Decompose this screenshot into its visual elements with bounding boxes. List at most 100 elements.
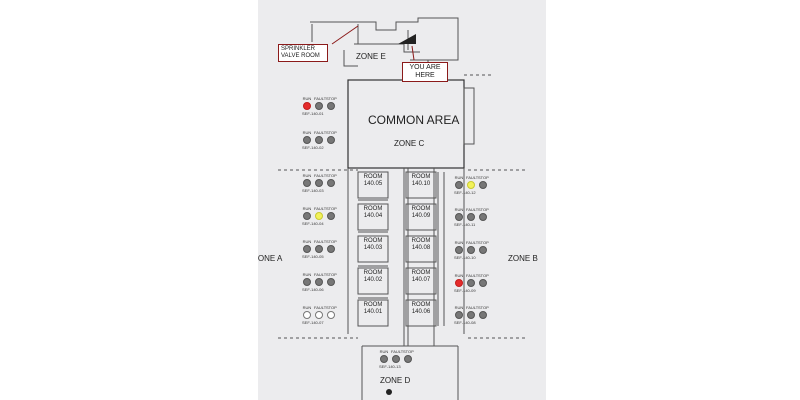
run-caption: RUN: [302, 206, 312, 211]
run-caption: RUN: [302, 173, 312, 178]
run-caption: RUN: [454, 273, 464, 278]
room-number: 140.01: [363, 309, 383, 315]
fault-light-icon: [315, 136, 323, 144]
fault-caption: FAULT: [314, 272, 327, 277]
run-light-icon: [303, 102, 311, 110]
fault-light-icon: [392, 355, 400, 363]
room-number: 140.10: [411, 181, 431, 187]
fan-tag: SEF-140-01: [302, 111, 324, 116]
run-caption: RUN: [302, 305, 312, 310]
run-caption: RUN: [379, 349, 389, 354]
you-are-here-line2: HERE: [415, 72, 435, 79]
run-light-icon: [303, 278, 311, 286]
fault-caption: FAULT: [391, 349, 404, 354]
stop-caption: STOP: [326, 206, 337, 211]
fan-tag: SEF-140-10: [454, 255, 476, 260]
fault-caption: FAULT: [466, 207, 479, 212]
fan-tag: SEF-140-05: [302, 254, 324, 259]
stop-caption: STOP: [478, 305, 489, 310]
stop-caption: STOP: [326, 130, 337, 135]
fault-light-icon: [467, 213, 475, 221]
room-number: 140.02: [363, 277, 383, 283]
stop-light-icon: [327, 278, 335, 286]
stop-light-icon: [404, 355, 412, 363]
run-caption: RUN: [302, 239, 312, 244]
run-light-icon: [455, 279, 463, 287]
room-word: ROOM: [363, 206, 383, 212]
stop-light-icon: [327, 212, 335, 220]
stop-light-icon: [479, 279, 487, 287]
you-are-here-line1: YOU ARE: [409, 64, 441, 71]
stop-light-icon: [327, 245, 335, 253]
you-are-here-callout: YOU ARE HERE: [402, 62, 448, 82]
room-word: ROOM: [363, 302, 383, 308]
room-word: ROOM: [411, 238, 431, 244]
room-number: 140.04: [363, 213, 383, 219]
zone-c-label: ZONE C: [394, 139, 425, 148]
run-light-icon: [303, 136, 311, 144]
room-word: ROOM: [363, 238, 383, 244]
room-number: 140.03: [363, 245, 383, 251]
room-word: ROOM: [411, 206, 431, 212]
room-word: ROOM: [363, 174, 383, 180]
run-light-icon: [303, 212, 311, 220]
fault-caption: FAULT: [466, 273, 479, 278]
fault-light-icon: [315, 212, 323, 220]
fault-light-icon: [467, 246, 475, 254]
stop-caption: STOP: [326, 305, 337, 310]
stop-caption: STOP: [478, 207, 489, 212]
room-word: ROOM: [363, 270, 383, 276]
zone-a-label: ZONE A: [258, 254, 283, 263]
stop-caption: STOP: [403, 349, 414, 354]
fault-caption: FAULT: [314, 239, 327, 244]
floor-plan-walls: [278, 17, 526, 400]
stop-light-icon: [327, 311, 335, 319]
fan-tag: SEF-140-11: [454, 222, 476, 227]
fan-tag: SEF-140-12: [454, 190, 476, 195]
stop-light-icon: [327, 136, 335, 144]
common-area-label: COMMON AREA: [368, 113, 460, 127]
run-light-icon: [455, 181, 463, 189]
room-number: 140.09: [411, 213, 431, 219]
fault-caption: FAULT: [466, 240, 479, 245]
run-caption: RUN: [302, 96, 312, 101]
fan-tag: SEF-140-06: [302, 287, 324, 292]
fault-light-icon: [467, 181, 475, 189]
fan-tag: SEF-140-13: [379, 364, 401, 369]
fault-caption: FAULT: [466, 175, 479, 180]
fault-caption: FAULT: [314, 305, 327, 310]
run-caption: RUN: [454, 240, 464, 245]
stop-light-icon: [479, 213, 487, 221]
fault-light-icon: [315, 278, 323, 286]
fan-tag: SEF-140-04: [302, 221, 324, 226]
zone-d-label: ZONE D: [380, 376, 411, 385]
run-caption: RUN: [454, 175, 464, 180]
run-light-icon: [455, 213, 463, 221]
room-number: 140.06: [411, 309, 431, 315]
stop-caption: STOP: [478, 240, 489, 245]
room-number: 140.07: [411, 277, 431, 283]
stop-caption: STOP: [326, 239, 337, 244]
stop-caption: STOP: [326, 272, 337, 277]
floor-plan-panel: SPRINKLER VALVE ROOM YOU ARE HERE ZONE E…: [258, 0, 546, 400]
stop-caption: STOP: [478, 273, 489, 278]
stop-light-icon: [327, 179, 335, 187]
run-light-icon: [455, 246, 463, 254]
fault-light-icon: [315, 311, 323, 319]
stop-caption: STOP: [478, 175, 489, 180]
